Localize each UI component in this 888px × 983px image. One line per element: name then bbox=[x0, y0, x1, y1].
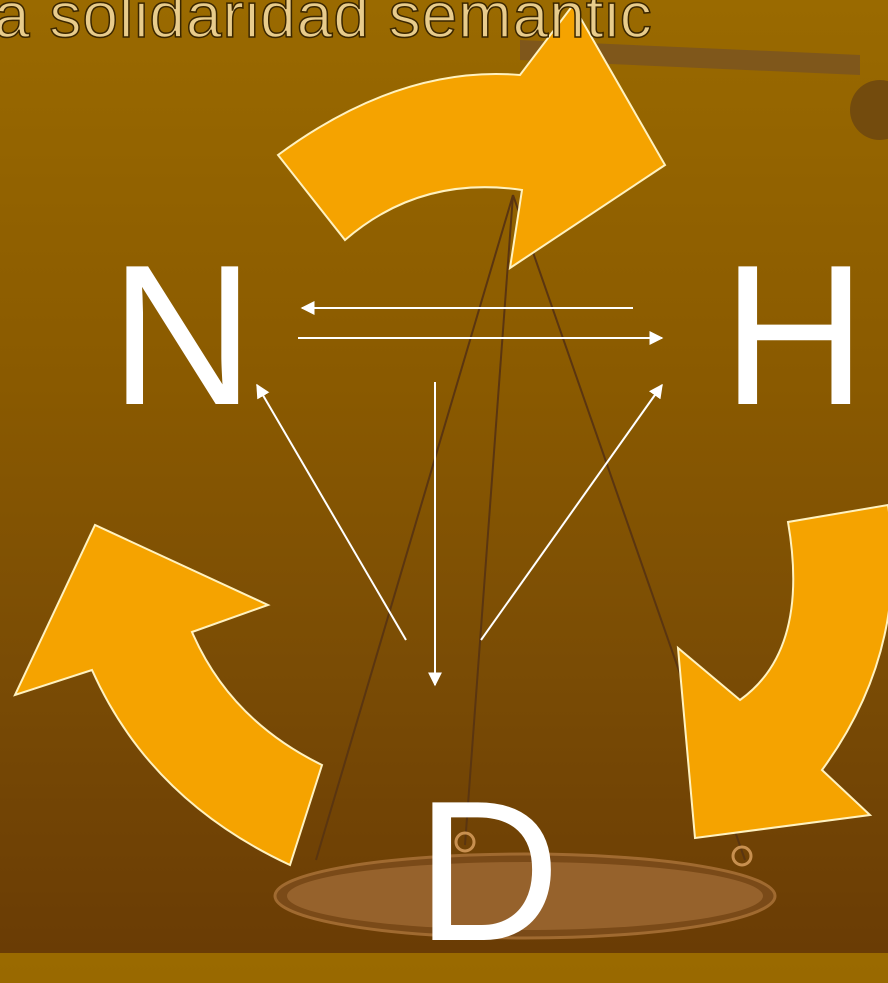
scale-string-middle bbox=[464, 194, 514, 846]
arrow-d-to-h bbox=[480, 383, 663, 641]
node-d: D bbox=[416, 760, 561, 983]
curved-arrow-right bbox=[676, 503, 888, 840]
relation-arrows bbox=[256, 301, 664, 687]
arrow-d-to-n bbox=[256, 383, 407, 641]
diagram-canvas bbox=[13, 3, 888, 940]
balance-scale-graphic bbox=[273, 40, 888, 940]
scale-beam bbox=[520, 40, 860, 75]
scale-pan-inner bbox=[287, 862, 763, 930]
node-h: H bbox=[722, 224, 867, 447]
scale-knob bbox=[850, 80, 888, 140]
node-n: N bbox=[110, 224, 255, 447]
slide-title: a solidaridad semántic bbox=[0, 0, 653, 52]
curved-arrow-top bbox=[276, 3, 667, 271]
scale-string-left bbox=[315, 194, 514, 861]
curved-arrow-left bbox=[13, 523, 324, 867]
scale-hook-left bbox=[454, 831, 476, 853]
scale-hook-right bbox=[731, 845, 753, 867]
